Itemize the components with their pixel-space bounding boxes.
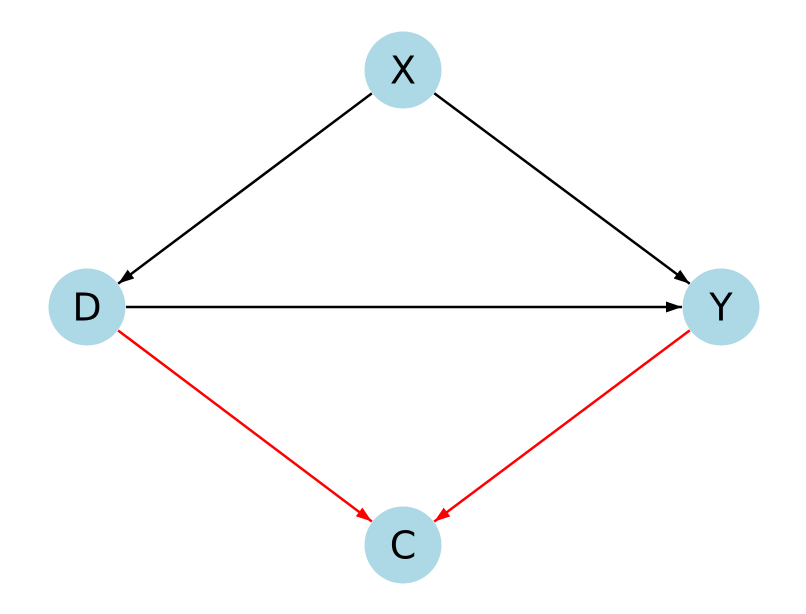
edge-X-Y	[433, 92, 691, 285]
node-C: C	[364, 506, 442, 584]
node-circle-C	[364, 506, 442, 584]
edge-D-C	[117, 329, 373, 523]
node-label-Y: Y	[708, 285, 733, 329]
node-label-C: C	[390, 523, 417, 567]
node-circle-X	[364, 31, 442, 109]
edge-Y-C	[433, 329, 691, 523]
node-X: X	[364, 31, 442, 109]
node-Y: Y	[682, 268, 760, 346]
node-circle-Y	[682, 268, 760, 346]
node-circle-D	[48, 268, 126, 346]
node-label-X: X	[390, 48, 416, 92]
node-label-D: D	[72, 285, 101, 329]
node-D: D	[48, 268, 126, 346]
edge-X-D	[117, 92, 373, 285]
